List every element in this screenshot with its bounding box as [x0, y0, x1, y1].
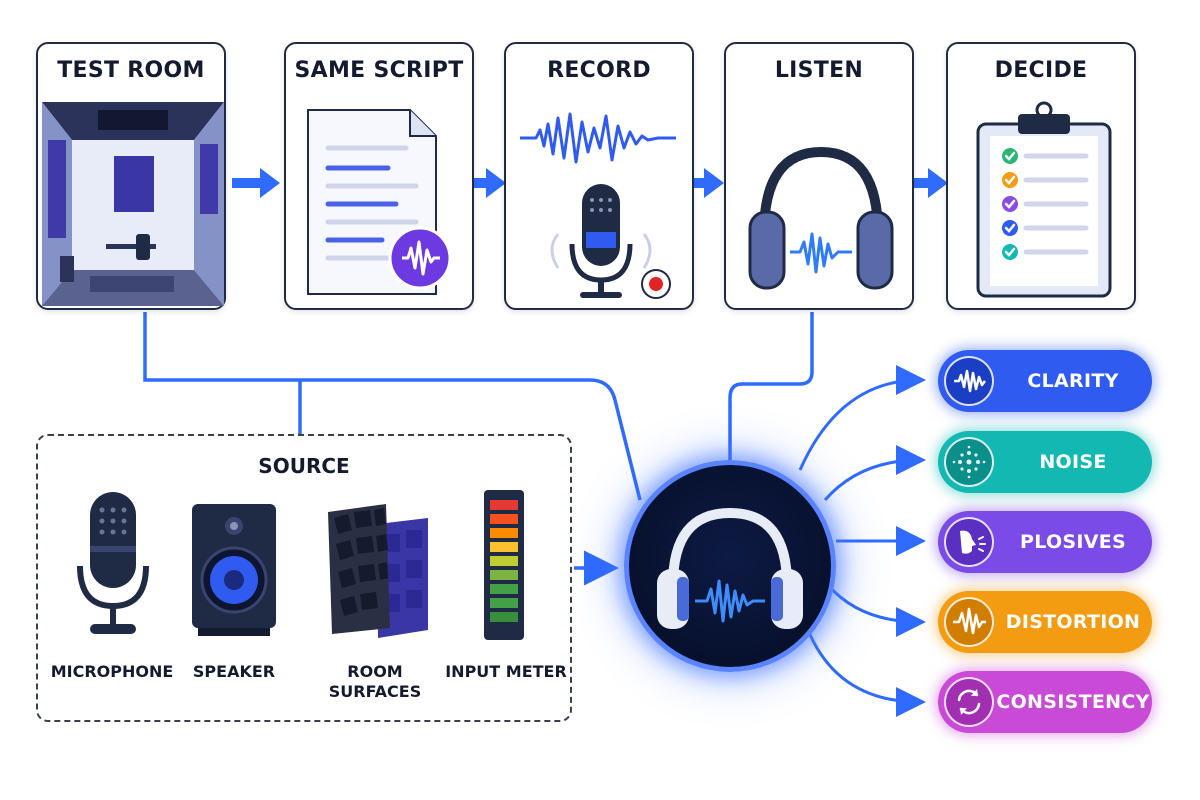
foam-panels-icon: [328, 504, 428, 638]
microphone-icon: [77, 492, 149, 634]
acoustic-panel-left: [48, 140, 66, 238]
step-title: TEST ROOM: [57, 58, 205, 83]
source-group: SOURCE MICROPHONE SPEAKER ROOM SUR: [36, 434, 572, 722]
hub-branches: [798, 365, 926, 717]
flow-arrow-3: [676, 168, 724, 198]
test-room-connector: [143, 312, 642, 501]
branch-noise: [823, 445, 926, 501]
branch-distortion: [826, 584, 926, 637]
criterion-label: CLARITY: [1027, 370, 1119, 392]
listen-connector: [728, 312, 814, 462]
source-label: INPUT METER: [445, 662, 567, 681]
step-title: LISTEN: [774, 58, 864, 83]
listening-hub: [624, 460, 836, 672]
sound-booth-illustration: [42, 102, 224, 306]
step-title: DECIDE: [994, 58, 1088, 83]
criterion-noise: NOISE: [938, 431, 1152, 493]
cycle-icon: [944, 677, 994, 727]
headphones-icon: [748, 146, 894, 290]
criterion-label: NOISE: [1039, 451, 1107, 473]
acoustic-panel-back: [114, 156, 154, 212]
source-label: ROOM SURFACES: [328, 662, 422, 701]
sound-wave-icon: [695, 579, 765, 623]
branch-consistency: [806, 629, 926, 717]
acoustic-panel-right: [200, 144, 218, 214]
record-waveform-icon: [520, 112, 676, 164]
step-card-decide: DECIDE: [946, 42, 1136, 310]
sound-wave-icon: [790, 232, 852, 274]
criterion-plosives: PLOSIVES: [938, 511, 1152, 573]
dots-icon: [944, 437, 994, 487]
step-card-test-room: TEST ROOM: [36, 42, 226, 310]
criterion-distortion: DISTORTION: [938, 591, 1152, 653]
flow-arrow-4: [900, 168, 948, 198]
headphones-icon: [657, 507, 803, 629]
branch-clarity: [798, 365, 926, 471]
criterion-label: PLOSIVES: [1019, 531, 1127, 553]
record-dot-icon: [641, 269, 671, 299]
step-card-record: RECORD: [504, 42, 694, 310]
script-document-icon: [307, 109, 452, 295]
waveform-badge-icon: [388, 226, 452, 290]
criterion-label: DISTORTION: [1005, 611, 1141, 633]
criterion-clarity: CLARITY: [938, 350, 1152, 412]
flow-arrow-2: [458, 168, 506, 198]
step-title: RECORD: [547, 58, 651, 83]
source-label: MICROPHONE: [50, 662, 174, 681]
clipboard-checklist-icon: [976, 101, 1112, 298]
source-title: SOURCE: [258, 454, 350, 478]
record-microphone-illustration: [520, 112, 676, 299]
speaker-icon: [192, 504, 276, 636]
mouth-icon: [944, 517, 994, 567]
flow-arrow-1: [232, 168, 280, 198]
source-label: SPEAKER: [192, 662, 276, 681]
waveform-icon: [944, 356, 994, 406]
criterion-consistency: CONSISTENCY: [938, 671, 1152, 733]
step-card-same-script: SAME SCRIPT: [284, 42, 474, 310]
distortion-icon: [944, 597, 994, 647]
step-title: SAME SCRIPT: [294, 58, 464, 83]
step-card-listen: LISTEN: [724, 42, 914, 310]
input-meter-icon: [484, 490, 524, 640]
criterion-label: CONSISTENCY: [996, 691, 1150, 713]
microphone-icon: [550, 184, 652, 298]
